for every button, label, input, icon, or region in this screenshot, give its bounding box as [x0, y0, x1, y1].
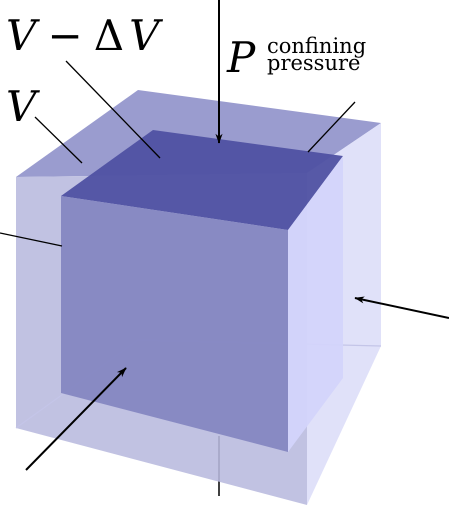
inner-cube	[61, 130, 343, 452]
original-volume-label: V	[6, 82, 40, 131]
inner-cube-front-face	[61, 196, 288, 452]
upper-right-axis-line	[307, 101, 356, 153]
compressed-volume-leader-line	[65, 60, 161, 159]
compressed-volume-label: V − Δ V	[6, 11, 163, 60]
pressure-caption-line2: pressure	[267, 51, 360, 75]
pressure-arrow-front	[25, 367, 127, 471]
original-volume-leader-line	[34, 116, 83, 164]
pressure-arrow-right	[354, 296, 449, 319]
inner-cube-top-face	[61, 130, 343, 230]
left-axis-line	[0, 232, 63, 247]
pressure-caption-line1: confining	[267, 34, 366, 58]
inner-cube-right-face	[288, 156, 343, 452]
pressure-symbol-label: P	[226, 33, 256, 82]
